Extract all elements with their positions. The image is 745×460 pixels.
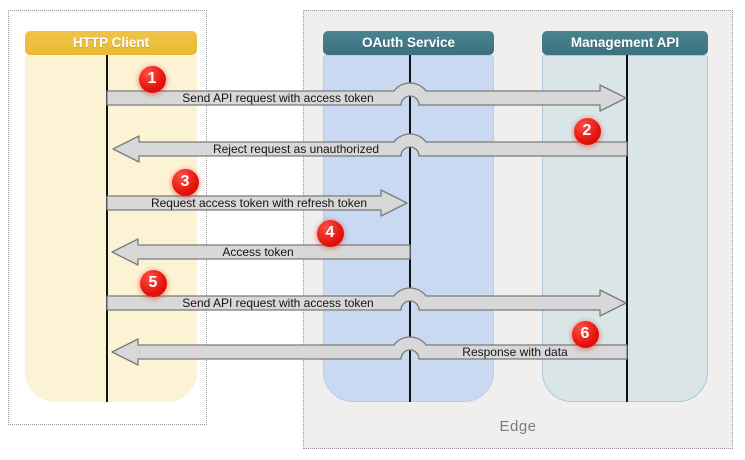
message-label-6: Response with data — [462, 345, 568, 359]
step-badge-4: 4 — [316, 219, 344, 247]
step-badge-5: 5 — [139, 269, 167, 297]
message-label-3: Request access token with refresh token — [150, 196, 368, 210]
step-badge-2: 2 — [573, 117, 601, 145]
management-api-activation — [542, 55, 708, 402]
lifeline-http-client — [106, 55, 108, 402]
message-arrow-1-right — [106, 82, 627, 112]
message-arrow-3-right — [106, 189, 408, 217]
step-badge-3: 3 — [171, 168, 199, 196]
message-arrow-2-left — [112, 133, 628, 163]
message-arrow-6-left — [111, 336, 628, 366]
step-badge-6: 6 — [571, 320, 599, 348]
edge-group-label: Edge — [499, 418, 537, 435]
lifeline-management-api — [626, 55, 628, 402]
message-label-5: Send API request with access token — [182, 296, 374, 310]
lifeline-oauth-service — [409, 55, 411, 402]
participant-oauth-service: OAuth Service — [323, 31, 494, 55]
message-arrow-5-right — [106, 287, 627, 317]
message-label-2: Reject request as unauthorized — [212, 142, 380, 156]
message-label-1: Send API request with access token — [182, 91, 374, 105]
message-label-4: Access token — [222, 245, 294, 259]
http-client-activation — [25, 55, 197, 402]
step-badge-1: 1 — [138, 65, 166, 93]
participant-http-client: HTTP Client — [25, 31, 197, 55]
participant-management-api: Management API — [542, 31, 708, 55]
